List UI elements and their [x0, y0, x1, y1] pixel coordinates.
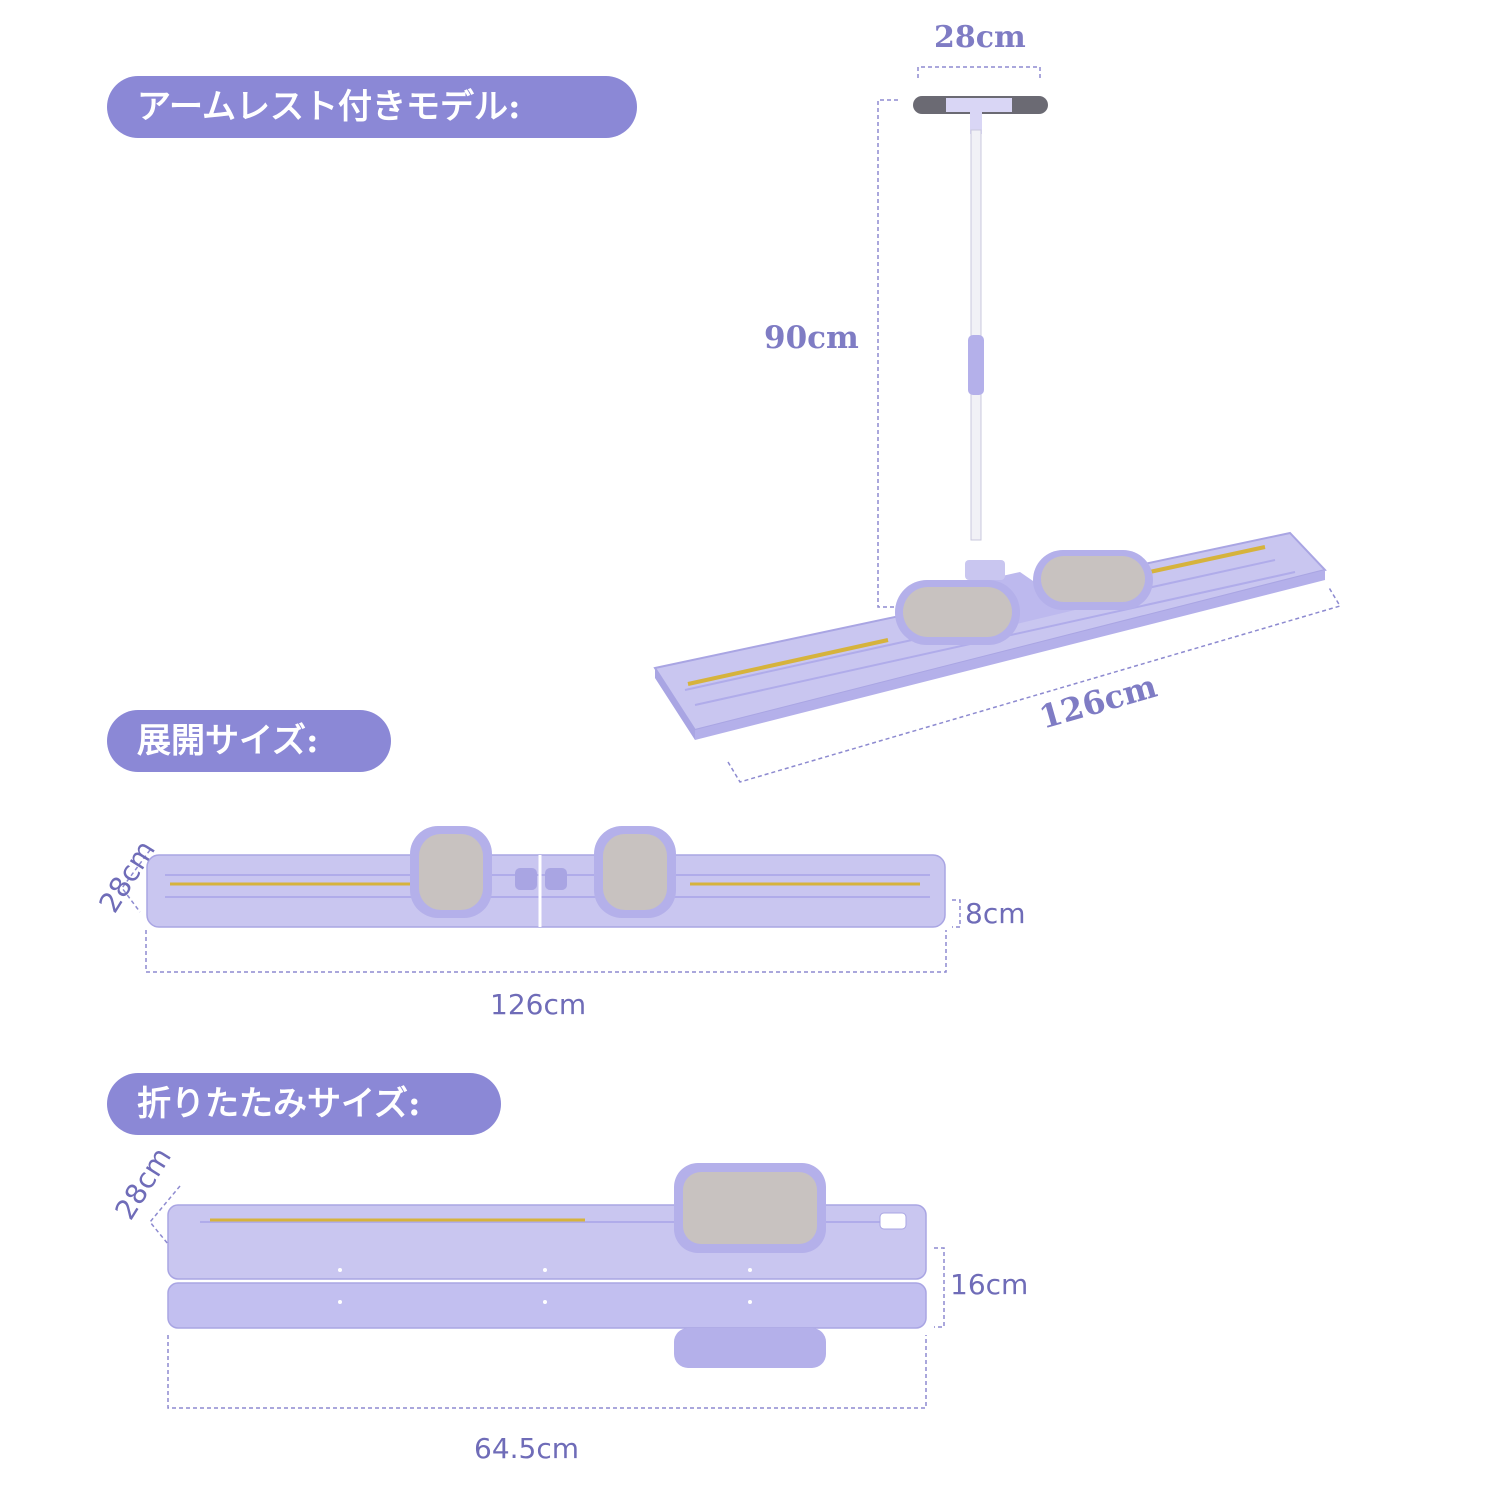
dim-unfolded-length: 126cm — [490, 988, 587, 1021]
foot-pad-right — [594, 826, 676, 918]
folded-model-image — [149, 1163, 945, 1409]
dim-handle-width: 28cm — [934, 20, 1026, 55]
section-title-unfolded-size: 展開サイズ: — [107, 710, 391, 772]
dim-folded-length: 64.5cm — [474, 1432, 580, 1465]
unfolded-model-image — [121, 826, 961, 973]
dim-height: 90cm — [764, 320, 859, 356]
dim-folded-thickness: 16cm — [950, 1268, 1029, 1301]
foot-pad-right — [1033, 550, 1153, 610]
foot-pad-top — [674, 1163, 826, 1253]
dim-unfolded-thickness: 8cm — [965, 897, 1026, 930]
section-title-armrest-model: アームレスト付きモデル: — [107, 76, 637, 138]
foot-pad-bottom — [674, 1328, 826, 1368]
folded-dimension-lines — [149, 1185, 945, 1409]
section-title-folded-size: 折りたたみサイズ: — [107, 1073, 501, 1135]
foot-pad-left — [895, 580, 1020, 645]
foot-pad-left — [410, 826, 492, 918]
armrest-dimension-lines — [727, 66, 1342, 783]
unfolded-dimension-lines — [121, 849, 961, 973]
armrest-model-image — [653, 66, 1342, 783]
